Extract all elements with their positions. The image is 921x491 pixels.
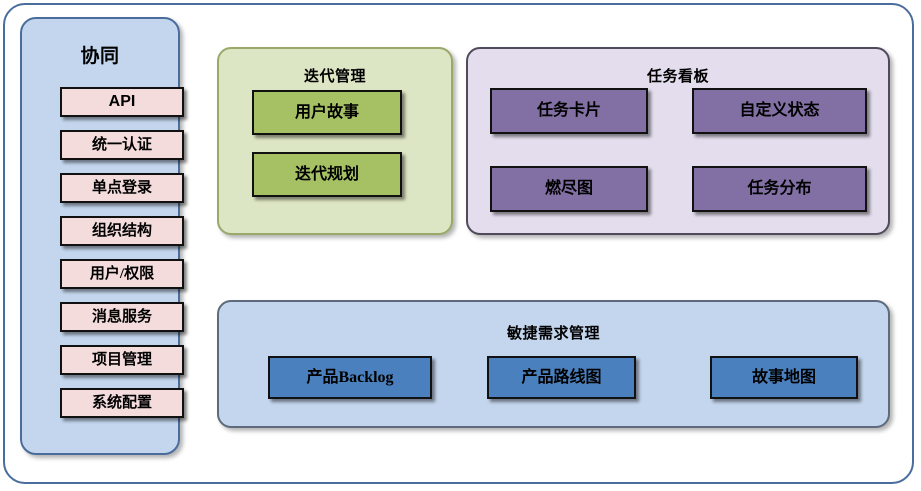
agile-item-story-map[interactable]: 故事地图 bbox=[710, 356, 858, 399]
taskboard-item-custom-status[interactable]: 自定义状态 bbox=[692, 88, 867, 134]
iteration-item-user-story[interactable]: 用户故事 bbox=[252, 90, 402, 135]
collaboration-item-message-service[interactable]: 消息服务 bbox=[60, 302, 184, 332]
collaboration-item-user-permission[interactable]: 用户/权限 bbox=[60, 259, 184, 289]
taskboard-item-burndown-chart[interactable]: 燃尽图 bbox=[490, 166, 648, 212]
iteration-management-panel-title: 迭代管理 bbox=[303, 68, 366, 85]
collaboration-item-org-structure[interactable]: 组织结构 bbox=[60, 216, 184, 246]
collaboration-panel[interactable]: 协同 API 统一认证 单点登录 组织结构 用户/权限 消息服务 项目管理 系统… bbox=[20, 17, 184, 455]
taskboard-item-task-distribution[interactable]: 任务分布 bbox=[692, 166, 867, 212]
task-board-panel-title: 任务看板 bbox=[646, 68, 709, 85]
collaboration-item-api[interactable]: API bbox=[60, 87, 184, 117]
collaboration-item-single-sign-on[interactable]: 单点登录 bbox=[60, 173, 184, 203]
collaboration-panel-title: 协同 bbox=[80, 46, 120, 67]
taskboard-item-task-card[interactable]: 任务卡片 bbox=[490, 88, 648, 134]
iteration-management-panel[interactable]: 迭代管理 bbox=[217, 47, 453, 235]
agile-requirement-panel-title: 敏捷需求管理 bbox=[506, 325, 600, 342]
collaboration-item-project-management[interactable]: 项目管理 bbox=[60, 345, 184, 375]
iteration-item-iteration-planning[interactable]: 迭代规划 bbox=[252, 152, 402, 197]
agile-item-product-roadmap[interactable]: 产品路线图 bbox=[487, 356, 636, 399]
collaboration-item-unified-auth[interactable]: 统一认证 bbox=[60, 130, 184, 160]
agile-item-product-backlog[interactable]: 产品Backlog bbox=[268, 356, 432, 399]
collaboration-item-system-config[interactable]: 系统配置 bbox=[60, 388, 184, 418]
